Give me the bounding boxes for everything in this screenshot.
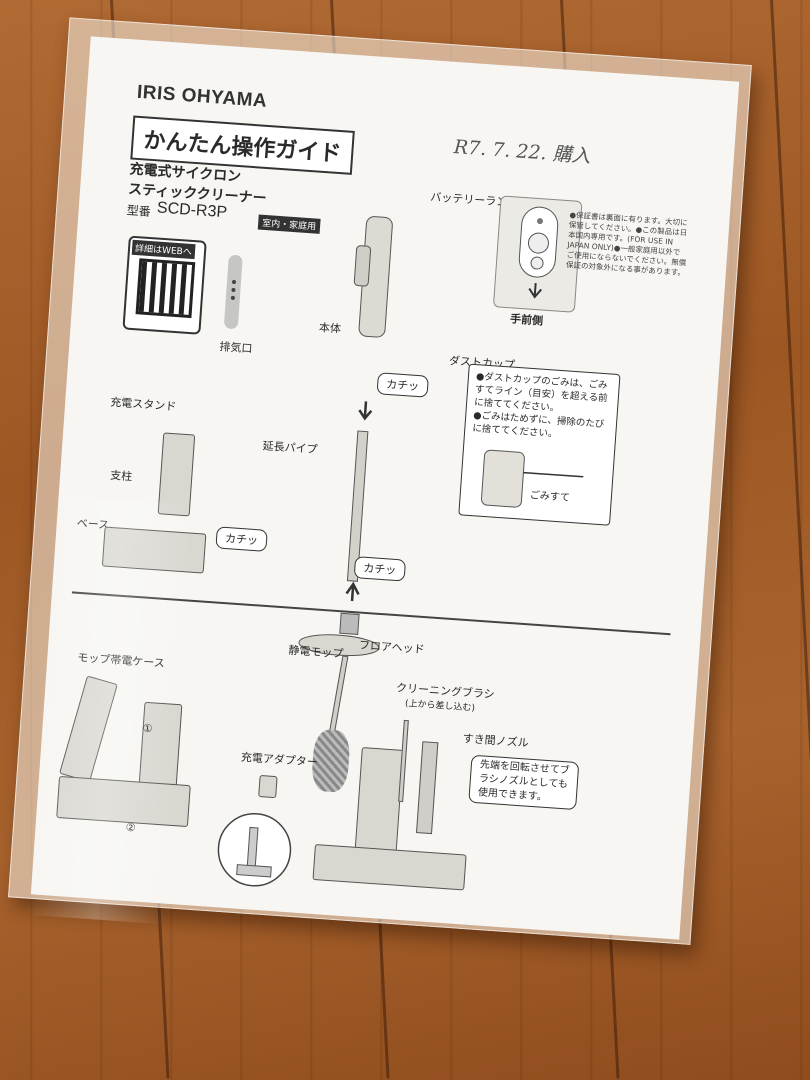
body-label: 本体 <box>318 321 342 336</box>
stand-pillar-illustration <box>157 432 196 517</box>
dump-line-label: ごみすて <box>529 490 571 504</box>
pillar-label: 支柱 <box>109 468 133 484</box>
mop-case-illustration <box>59 675 118 783</box>
click-callout-1: カチッ <box>376 372 429 398</box>
front-side-label: 手前側 <box>509 312 544 328</box>
click-callout-2: カチッ <box>215 526 268 552</box>
qr-code-icon <box>135 258 196 319</box>
charging-detail-circle <box>217 813 292 887</box>
brand-logo: IRIS OHYAMA <box>136 81 268 112</box>
dust-cup-detail <box>480 449 584 508</box>
handwritten-date: R7. 7. 22. 購入 <box>453 136 592 168</box>
model-number: SCD-R3P <box>156 199 228 222</box>
battery-lamp-panel <box>492 195 583 313</box>
charger-adapter-label: 充電アダプター <box>240 750 319 769</box>
exhaust-detail <box>224 255 243 329</box>
extension-pipe-label: 延長パイプ <box>262 439 318 457</box>
charging-stand-label: 充電スタンド <box>109 395 177 414</box>
vacuum-assembly-illustration <box>298 216 393 657</box>
crevice-nozzle-note: 先端を回転させてブラシノズルとしても使用できます。 <box>468 754 580 811</box>
click-callout-3: カチッ <box>353 556 407 582</box>
charging-stand-base-full-illustration <box>312 843 467 891</box>
crevice-nozzle-label: すき間ノズル <box>462 732 530 750</box>
safety-notes: ●保証書は裏面に有ります。大切に保管してください。●この製品は日本国内専用です。… <box>565 210 688 278</box>
exhaust-label: 排気口 <box>219 340 253 356</box>
model-prefix: 型番 <box>126 203 152 219</box>
quick-guide-sheet: IRIS OHYAMA R7. 7. 22. 購入 かんたん操作ガイド 充電式サ… <box>30 36 740 940</box>
adapter-illustration <box>258 774 278 799</box>
mop-case-label: モップ帯電ケース <box>76 650 166 671</box>
mop-handle-illustration <box>328 655 349 738</box>
step-1-marker: ① <box>142 721 153 736</box>
dust-cup-note: ●ダストカップのごみは、ごみすてライン（目安）を超える前に捨ててください。 ●ご… <box>472 370 614 444</box>
battery-lamp-diagram <box>518 206 559 299</box>
stand-base-with-case-illustration <box>56 775 191 828</box>
stand-base-illustration <box>101 526 207 574</box>
crevice-nozzle-illustration <box>416 741 439 835</box>
